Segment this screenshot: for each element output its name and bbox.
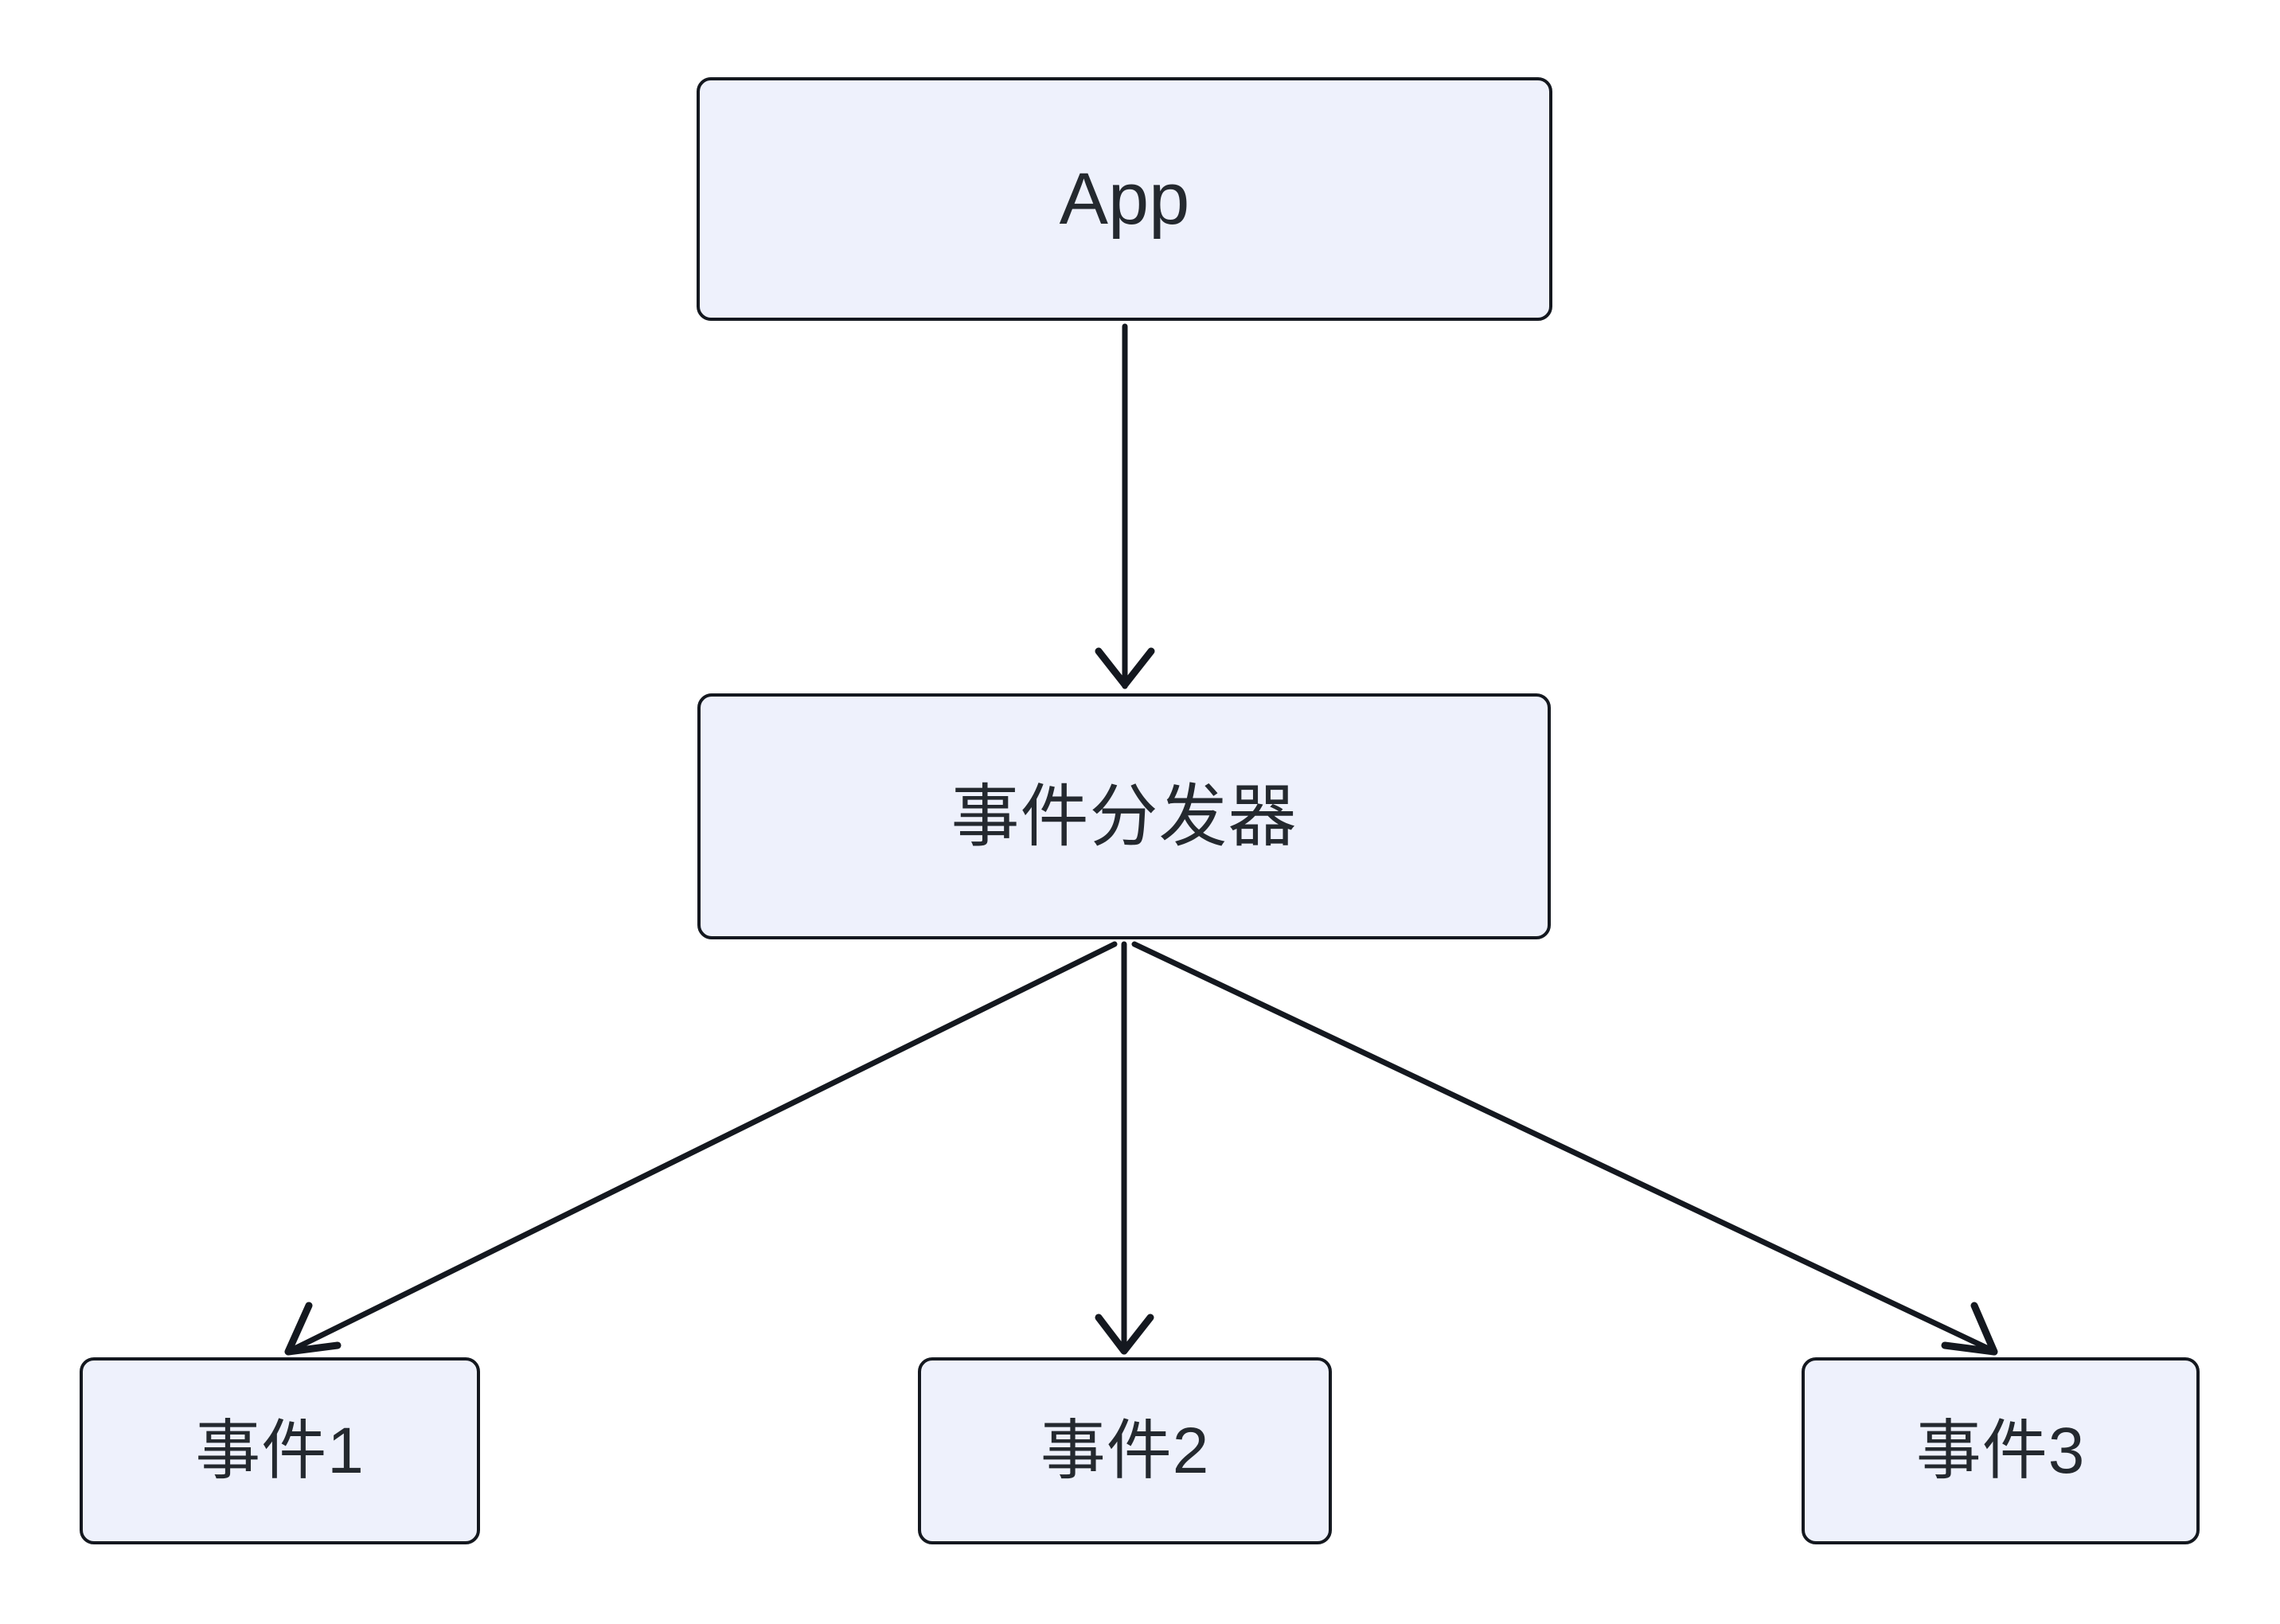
node-event-dispatcher[interactable]: 事件分发器 [697,693,1551,939]
edge-app-to-dispatcher [1095,323,1155,689]
node-event-3-label: 事件3 [1915,1414,2086,1487]
node-event-2[interactable]: 事件2 [918,1357,1332,1544]
edge-dispatcher-to-event2 [1095,941,1154,1355]
node-event-dispatcher-label: 事件分发器 [951,778,1298,855]
node-event-1[interactable]: 事件1 [80,1357,480,1544]
edge-dispatcher-to-event1 [284,941,1118,1356]
node-event-3[interactable]: 事件3 [1802,1357,2200,1544]
node-event-2-label: 事件2 [1040,1414,1210,1487]
edge-dispatcher-to-event3 [1131,941,1998,1356]
node-app-label: App [1059,158,1190,240]
node-event-1-label: 事件1 [195,1414,365,1487]
node-app[interactable]: App [697,77,1552,321]
